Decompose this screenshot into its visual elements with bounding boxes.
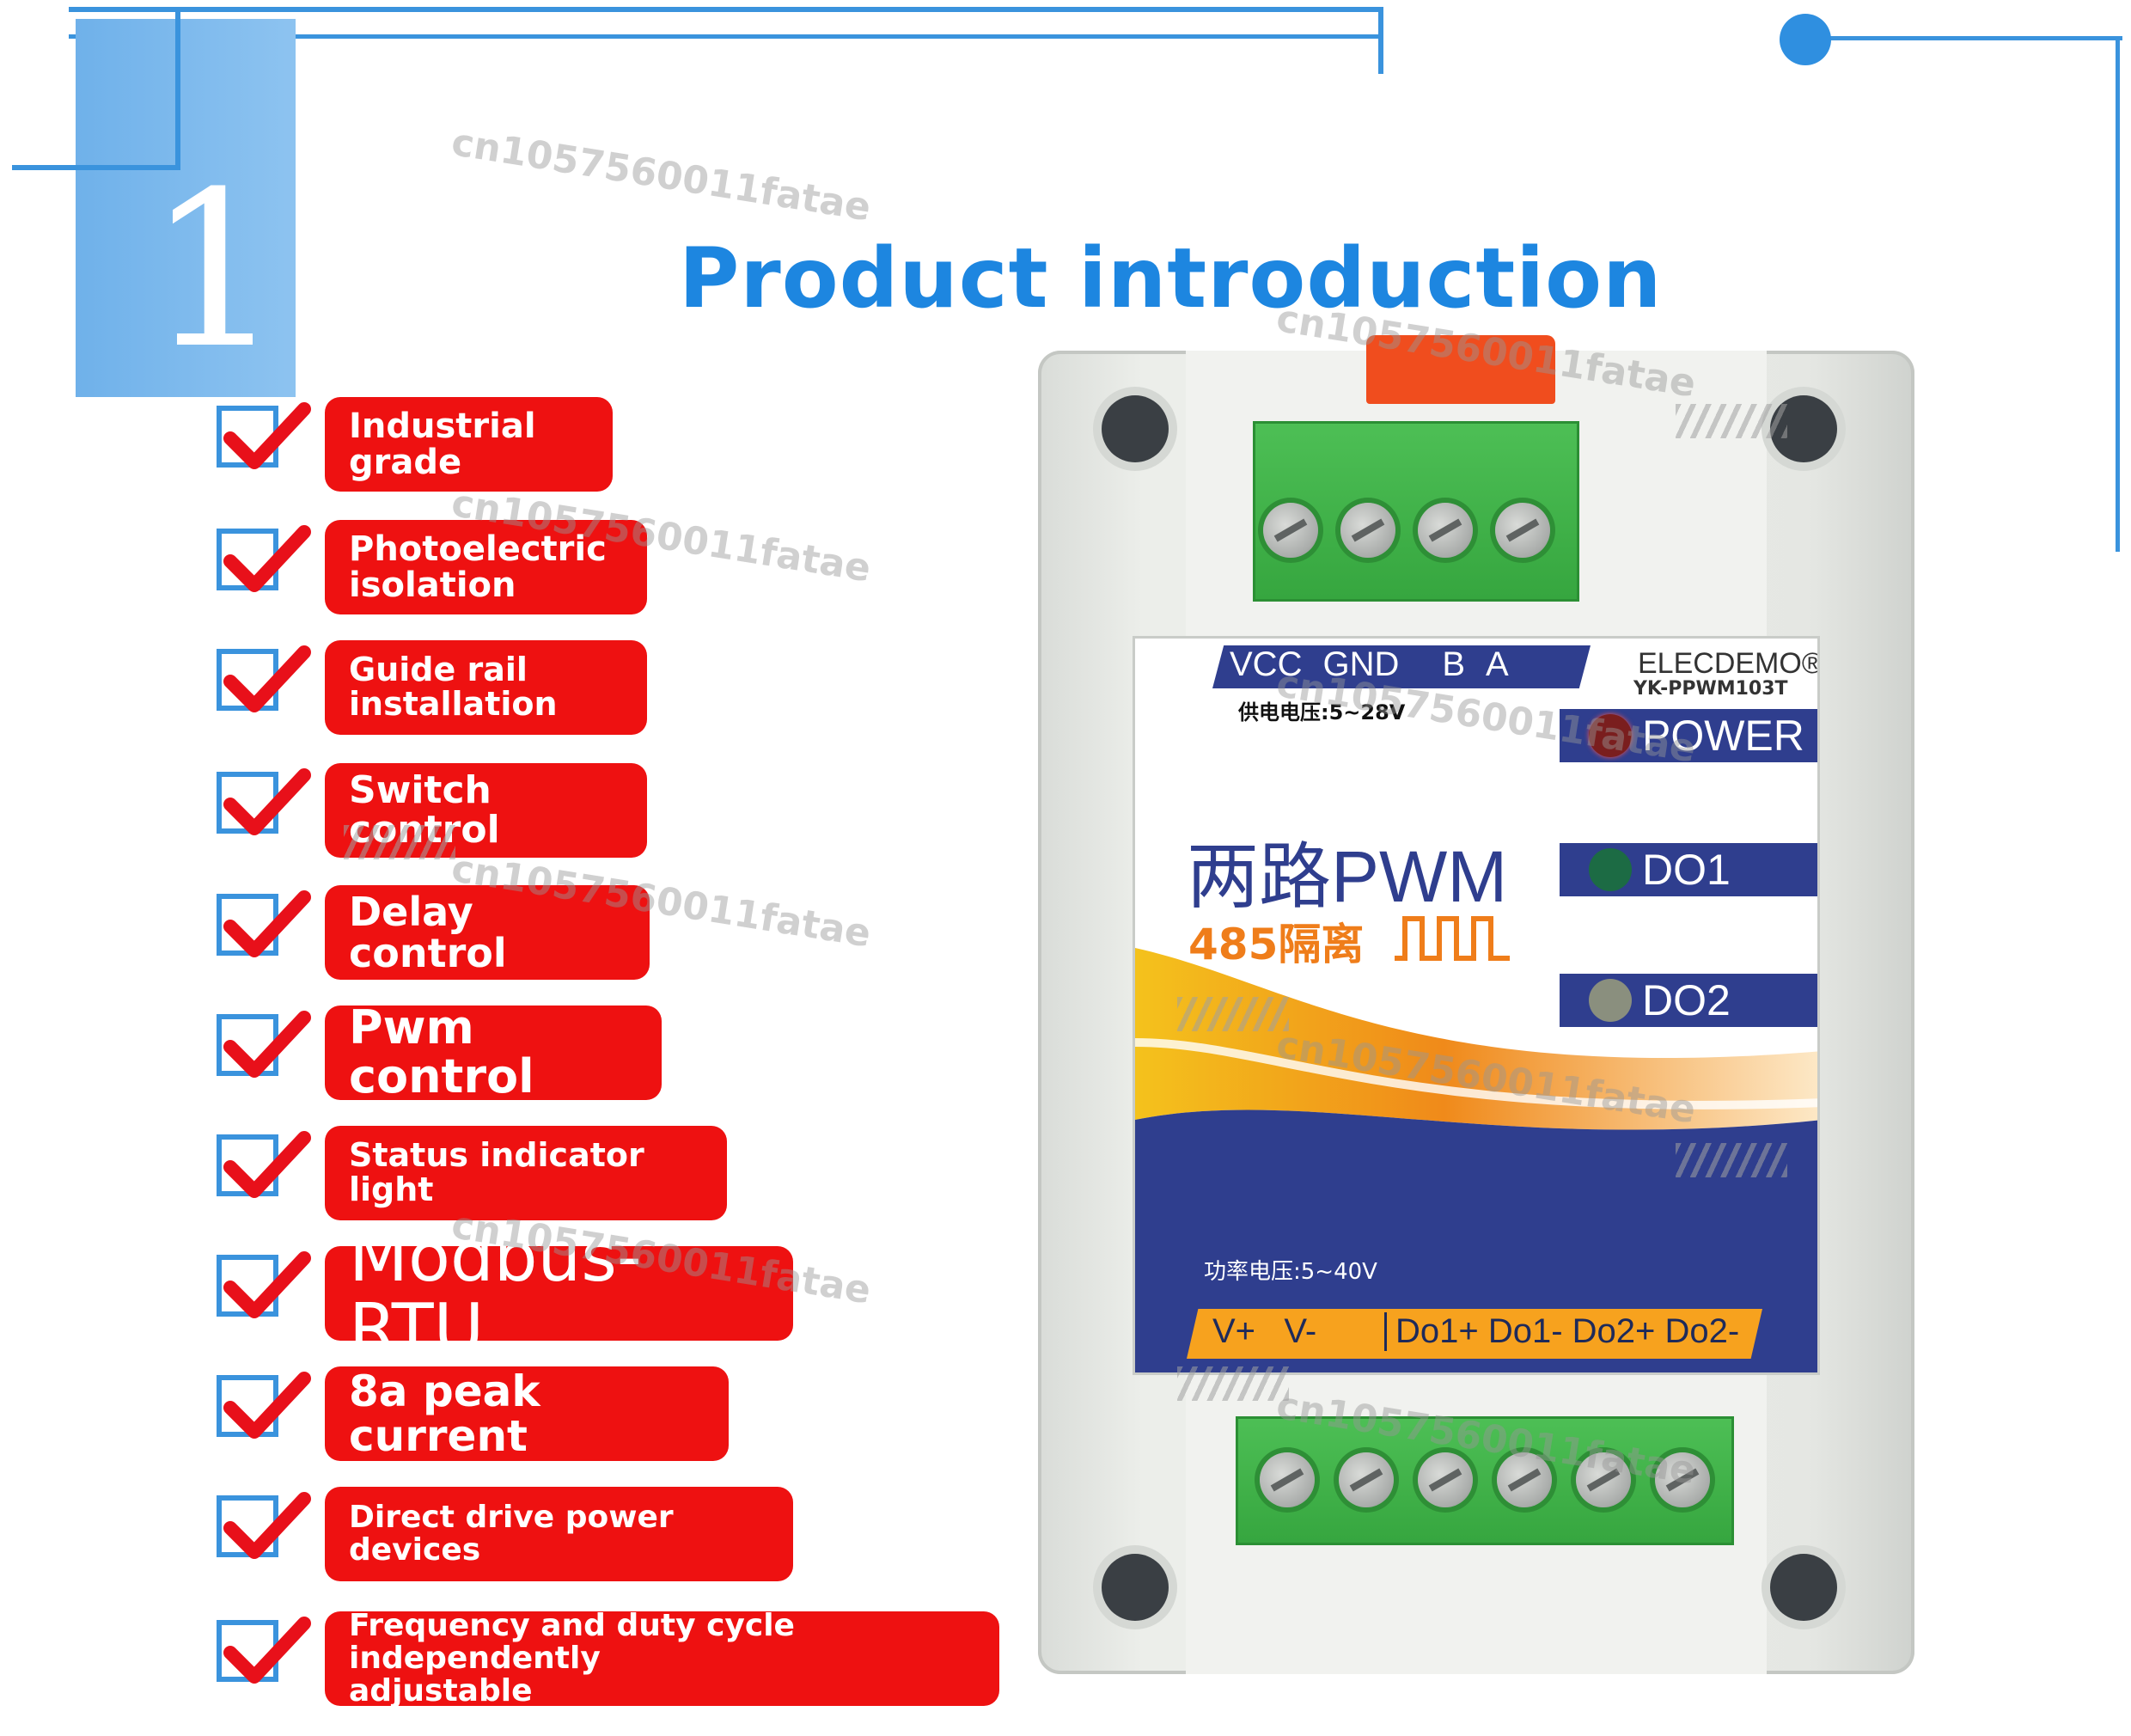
header-rule-right [1804,36,2122,40]
checkmark-icon [217,890,311,957]
top-terminal-label: GND [1322,645,1400,683]
watermark-hatch [344,825,455,859]
feature-label-line: Delay control [349,888,507,976]
screw-icon [1495,503,1550,558]
screw-icon [1576,1452,1631,1507]
screw-icon [1655,1452,1710,1507]
power-led-icon [1589,714,1632,757]
bottom-terminal-block [1236,1416,1734,1545]
watermark-hatch [1676,1143,1787,1177]
checkmark-icon [217,1372,311,1439]
checkmark-icon [217,645,311,712]
feature-label: Status indicator light [325,1126,727,1220]
checkmark-icon [217,1011,311,1078]
power-terminal-labels: V+ V- [1212,1312,1317,1350]
device-subtitle-cn: 485隔离 [1188,920,1365,969]
feature-label-line: Guide rail [349,651,528,689]
mount-hole-top-left [1102,395,1169,462]
model-number: YK-PPWM103T [1633,678,1788,700]
top-terminal-label: B [1442,645,1466,683]
feature-label-line: Direct drive power [349,1500,674,1536]
screw-icon [1418,1452,1473,1507]
mount-hole-bottom-left [1102,1554,1169,1621]
pwm-wave-icon [1395,916,1510,961]
top-border-line [69,7,1383,12]
page-title: Product introduction [679,230,1663,327]
screw-icon [1339,1452,1394,1507]
checkmark-icon [217,402,311,469]
feature-label-line: 8a peak current [349,1366,540,1461]
feature-label-line: devices [349,1532,481,1568]
feature-label: 8a peak current [325,1366,729,1461]
feature-label-line: grade [349,443,462,482]
section-block-outline [12,7,180,170]
top-terminal-strip [1212,645,1591,688]
feature-label-line: installation [349,685,558,723]
bottom-terminal-strip [1187,1309,1762,1359]
watermark-hatch [1676,404,1787,438]
screw-icon [1260,1452,1315,1507]
screw-icon [1418,503,1473,558]
header-rule [69,34,1383,39]
feature-label-line: Industrial [349,406,536,446]
supply-voltage: 供电电压:5~28V [1238,700,1406,724]
feature-label-line: Status indicator light [349,1136,644,1208]
header-dot [1780,14,1831,65]
checkmark-icon [217,525,311,592]
do1-indicator-label: DO1 [1642,846,1731,894]
checkmark-icon [217,1131,311,1198]
watermark: cn1057560011fatae [449,120,874,230]
screw-icon [1340,503,1395,558]
watermark-hatch [1177,997,1289,1031]
feature-label-line: Frequency and duty cycle independently [349,1608,795,1677]
do2-led-icon [1589,979,1632,1022]
screw-icon [1263,503,1318,558]
feature-label-line: Photoelectric [349,529,607,569]
top-terminal-label: VCC [1230,645,1303,683]
mount-hole-bottom-right [1770,1554,1837,1621]
checkmark-icon [217,1617,311,1684]
power-voltage: 功率电压:5~40V [1204,1259,1377,1285]
do1-led-icon [1589,848,1632,891]
output-terminal-labels: Do1+ Do1- Do2+ Do2- [1384,1312,1739,1351]
do2-indicator-label: DO2 [1642,976,1731,1024]
feature-label: Delay control [325,885,650,980]
rail-clip [1366,335,1555,404]
section-number: 1 [146,145,284,395]
feature-label-line: isolation [349,565,516,605]
device-name-cn: 两路PWM [1187,836,1508,917]
top-terminal-label: A [1486,645,1509,683]
feature-label-line: Modbus-RTU [349,1217,642,1369]
feature-label: Pwm control [325,1000,662,1103]
brand-name: ELECDEMO® [1638,647,1820,680]
label-swoosh-graphic [1135,948,1817,1372]
checkmark-icon [217,1251,311,1318]
right-edge-line [2116,36,2120,552]
checkmark-icon [217,768,311,835]
feature-label: Modbus-RTU [325,1221,793,1366]
screw-icon [1497,1452,1552,1507]
header-rule-drop [1378,7,1383,74]
feature-label-line: adjustable [349,1672,533,1708]
checkmark-icon [217,1492,311,1559]
power-indicator-label: POWER [1642,712,1804,760]
watermark-hatch [1177,1366,1289,1401]
feature-label-line: Pwm control [349,1000,534,1103]
section-number-block [76,19,296,397]
